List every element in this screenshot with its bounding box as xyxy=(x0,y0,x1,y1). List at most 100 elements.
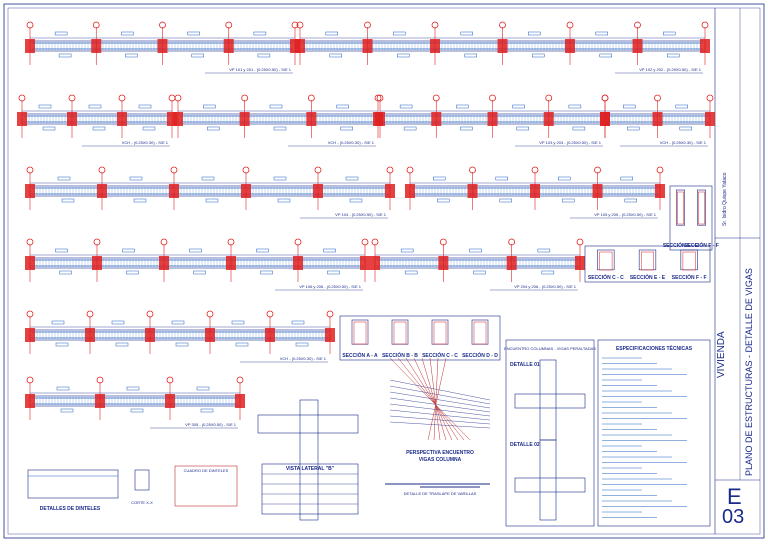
perspectiva-subtitle: VIGAS COLUMNA xyxy=(419,457,462,463)
section-label: SECCIÓN E - E xyxy=(630,273,666,281)
section-label: SECCIÓN E - E xyxy=(663,241,699,249)
rebar-tag xyxy=(55,248,68,253)
rebar-tag xyxy=(620,176,633,181)
notes-panel xyxy=(597,339,711,527)
rebar-tag xyxy=(235,342,249,347)
rebar-tag xyxy=(532,53,545,58)
beam-outline xyxy=(21,113,173,125)
axis-marker xyxy=(439,238,447,246)
section-outline xyxy=(696,189,706,226)
axis-marker xyxy=(431,21,439,29)
rebar-tag xyxy=(231,320,245,325)
axis-marker xyxy=(159,21,166,29)
rebar-tag xyxy=(393,31,406,36)
axis-marker xyxy=(374,94,382,102)
rebar-tag xyxy=(59,270,72,275)
rebar-tag xyxy=(327,270,340,275)
beam-elevation-b7: VP 104 - (0.25X0.50) - S/E 1 xyxy=(25,166,395,219)
encuentro-title: ENCUENTRO COLUMNAS - VIGAS PERALTADAS xyxy=(504,346,596,351)
beam-elevation-b3: VCH - (0.25X0.30) - S/E 1 xyxy=(17,94,177,147)
rebar-tag xyxy=(126,386,140,391)
rebar-tag xyxy=(42,126,56,131)
rebar-tag xyxy=(400,248,414,253)
column-detail-02 xyxy=(539,439,557,521)
axis-marker xyxy=(291,21,299,29)
rebar-tag xyxy=(191,53,204,58)
rebar-tag xyxy=(121,31,134,36)
rebar-tag xyxy=(189,248,202,253)
rebar-tag xyxy=(111,320,125,325)
rebar-tag xyxy=(399,104,413,109)
axis-marker xyxy=(170,166,178,174)
rebar-tag xyxy=(437,198,450,203)
beam-label: VP 106 y 206 - (0.25X0.50) - S/E 1 xyxy=(299,284,362,289)
section-outline xyxy=(597,249,615,271)
beam-label: VCH - (0.25X0.30) - S/E 1 xyxy=(660,140,707,145)
rebar-tag xyxy=(336,104,349,109)
sheet-code-number: 03 xyxy=(722,506,745,528)
rebar-tag xyxy=(200,408,214,413)
section-label: SECCIÓN B - B xyxy=(382,351,418,359)
beam-elevation-b11: VCH - (0.25X0.30) - S/E 1 xyxy=(25,310,335,363)
axis-marker xyxy=(160,238,168,246)
perspective-bar xyxy=(389,357,471,441)
beam-label: VCH - (0.25X0.30) - S/E 1 xyxy=(122,140,169,145)
axis-marker xyxy=(166,376,174,384)
axis-marker xyxy=(499,21,506,29)
rebar-tag xyxy=(456,104,469,109)
axis-marker xyxy=(98,166,106,174)
section-label: SECCIÓN C - C xyxy=(422,351,458,359)
rebar-tag xyxy=(92,126,106,131)
rebar-tag xyxy=(568,104,582,109)
axis-marker xyxy=(432,94,440,102)
rebar-tag xyxy=(349,198,363,203)
section-frame xyxy=(584,245,711,283)
rebar-tag xyxy=(562,198,575,203)
rebar-tag xyxy=(38,104,52,109)
sheet-code-letter: E xyxy=(727,484,742,509)
perspective-bar xyxy=(389,385,491,405)
axis-marker xyxy=(225,21,233,29)
axis-marker xyxy=(174,94,182,102)
axis-marker xyxy=(314,166,322,174)
axis-marker xyxy=(26,238,34,246)
axis-marker xyxy=(146,310,154,318)
rebar-tag xyxy=(257,53,271,58)
dinteles-title: DETALLES DE DINTELES xyxy=(40,506,101,512)
rebar-tag xyxy=(203,104,216,109)
section-stirrup xyxy=(433,321,447,345)
beam-elevation-b10: VP 204 y 206 - (0.25X0.50) - S/E 1 xyxy=(370,238,585,291)
section-stirrup xyxy=(682,251,696,271)
dintel-elevation xyxy=(27,469,119,499)
vista-lateral-title: VISTA LATERAL "B" xyxy=(286,466,335,472)
rebar-tag xyxy=(469,248,482,253)
rebar-tag xyxy=(51,320,65,325)
rebar-tag xyxy=(663,31,676,36)
section-stirrup xyxy=(698,191,705,225)
axis-marker xyxy=(26,376,34,384)
beam-label: VP 101 y 201 - (0.25X0.50) - S/E 1 xyxy=(229,67,292,72)
beam-label: VP 305 - (0.25X0.50) - S/E 1 xyxy=(185,422,237,427)
section-label: SECCIÓN C - C xyxy=(588,273,624,281)
rebar-tag xyxy=(340,126,353,131)
axis-marker xyxy=(508,238,516,246)
section-stirrup xyxy=(599,251,613,271)
axis-marker xyxy=(701,21,709,29)
section-stirrup xyxy=(473,321,487,345)
rebar-tag xyxy=(253,31,267,36)
encuentro-panel xyxy=(505,339,595,527)
rebar-tag xyxy=(138,104,152,109)
rebar-tag xyxy=(499,198,512,203)
rebar-tag xyxy=(667,53,680,58)
rebar-tag xyxy=(675,104,688,109)
perspective-bar xyxy=(421,357,447,441)
axis-marker xyxy=(266,310,274,318)
perspective-bar xyxy=(413,357,453,441)
perspective-bar xyxy=(389,415,491,425)
axis-marker xyxy=(706,94,714,102)
rebar-tag xyxy=(125,53,138,58)
perspective-bar xyxy=(389,403,491,417)
